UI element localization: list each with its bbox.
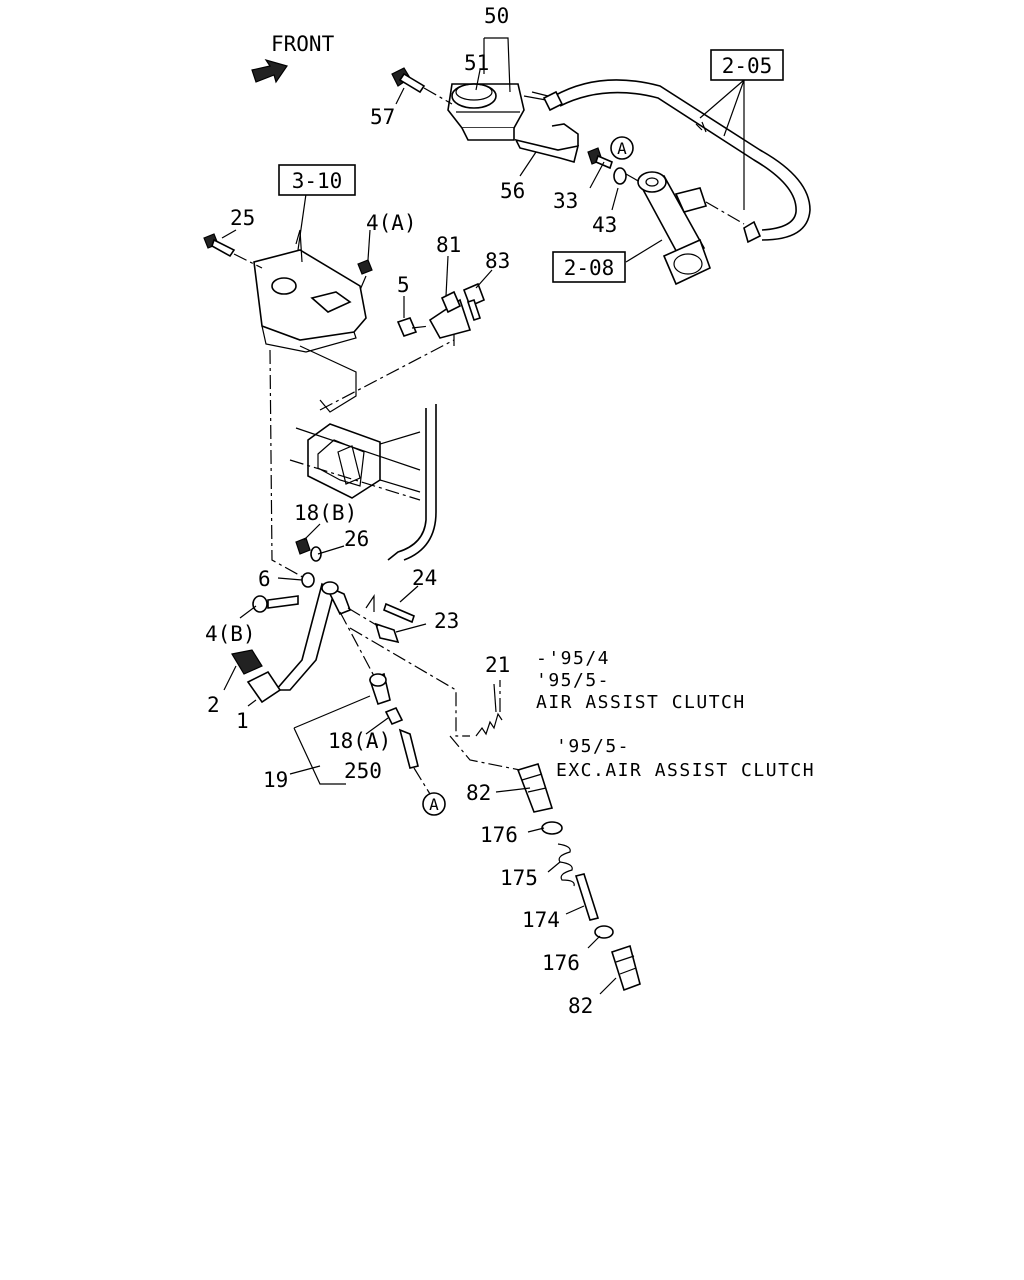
label-82-upper: 82 — [466, 781, 491, 805]
label-33: 33 — [553, 189, 578, 213]
label-4a: 4(A) — [366, 211, 417, 235]
front-label: FRONT — [271, 32, 335, 56]
nut-18b — [295, 537, 311, 555]
callout-a-bottom: A — [422, 792, 446, 816]
label-176-upper: 176 — [480, 823, 518, 847]
nut-4a — [357, 259, 373, 291]
ref-box-3-10: 3-10 — [278, 164, 356, 196]
callout-a-bottom-text: A — [429, 795, 439, 814]
bolt-4b — [252, 595, 299, 613]
bracket-56 — [514, 123, 580, 163]
pushrod-assembly — [339, 611, 431, 795]
ref-2-08-text: 2-08 — [564, 256, 615, 280]
ref-3-10-text: 3-10 — [292, 169, 343, 193]
applicability-notes: -'95/4 '95/5- AIR ASSIST CLUTCH '95/5- E… — [536, 648, 815, 781]
label-2: 2 — [207, 693, 220, 717]
bolt-23 — [347, 607, 400, 644]
label-56: 56 — [500, 179, 525, 203]
ref-box-2-05: 2-05 — [710, 49, 784, 81]
label-176-lower: 176 — [542, 951, 580, 975]
note-period-2: '95/5- — [536, 670, 610, 691]
label-81: 81 — [436, 233, 461, 257]
ref-2-05-text: 2-05 — [722, 54, 773, 78]
label-25: 25 — [230, 206, 255, 230]
label-26: 26 — [344, 527, 369, 551]
floor-panel — [289, 404, 437, 561]
label-4b: 4(B) — [205, 622, 256, 646]
label-83: 83 — [485, 249, 510, 273]
bolt-25 — [203, 233, 263, 269]
label-82-lower: 82 — [568, 994, 593, 1018]
washer-43 — [613, 167, 627, 185]
reservoir-tank — [447, 83, 549, 141]
note-exc-air-assist: EXC.AIR ASSIST CLUTCH — [556, 760, 815, 781]
pin-24 — [365, 594, 415, 624]
hose-2-05 — [542, 79, 811, 244]
label-51: 51 — [464, 51, 489, 75]
spring-21 — [349, 627, 503, 737]
leader-lines — [221, 37, 745, 995]
label-1: 1 — [236, 709, 249, 733]
master-cylinder — [625, 171, 745, 286]
washer-26 — [310, 546, 322, 562]
label-57: 57 — [370, 105, 395, 129]
label-24: 24 — [412, 566, 437, 590]
label-6: 6 — [258, 567, 271, 591]
label-43: 43 — [592, 213, 617, 237]
note-air-assist: AIR ASSIST CLUTCH — [536, 692, 746, 713]
label-174: 174 — [522, 908, 560, 932]
switch-bracket — [396, 282, 486, 346]
bolt-33 — [587, 147, 613, 170]
label-21: 21 — [485, 653, 510, 677]
note-period-1: -'95/4 — [536, 648, 610, 669]
front-indicator: FRONT — [251, 32, 335, 84]
part-labels: 50 51 57 56 33 43 25 4(A) 81 83 5 18(B) … — [205, 4, 617, 1018]
front-arrow-icon — [251, 58, 288, 84]
label-50: 50 — [484, 4, 509, 28]
ref-box-2-08: 2-08 — [552, 251, 626, 283]
callout-a-top-text: A — [617, 139, 627, 158]
pedal-pad — [231, 649, 282, 704]
label-5: 5 — [397, 273, 410, 297]
label-250: 250 — [344, 759, 382, 783]
note-period-3: '95/5- — [556, 736, 630, 757]
assist-parts — [449, 735, 641, 992]
bolt-57 — [391, 67, 453, 105]
label-18b: 18(B) — [294, 501, 357, 525]
label-23: 23 — [434, 609, 459, 633]
callout-a-top: A — [610, 136, 634, 160]
label-175: 175 — [500, 866, 538, 890]
clutch-pedal-arm — [274, 581, 352, 691]
label-18a: 18(A) — [328, 729, 391, 753]
pedal-bracket — [253, 229, 455, 581]
label-19: 19 — [263, 768, 288, 792]
bushing-6 — [301, 572, 315, 588]
